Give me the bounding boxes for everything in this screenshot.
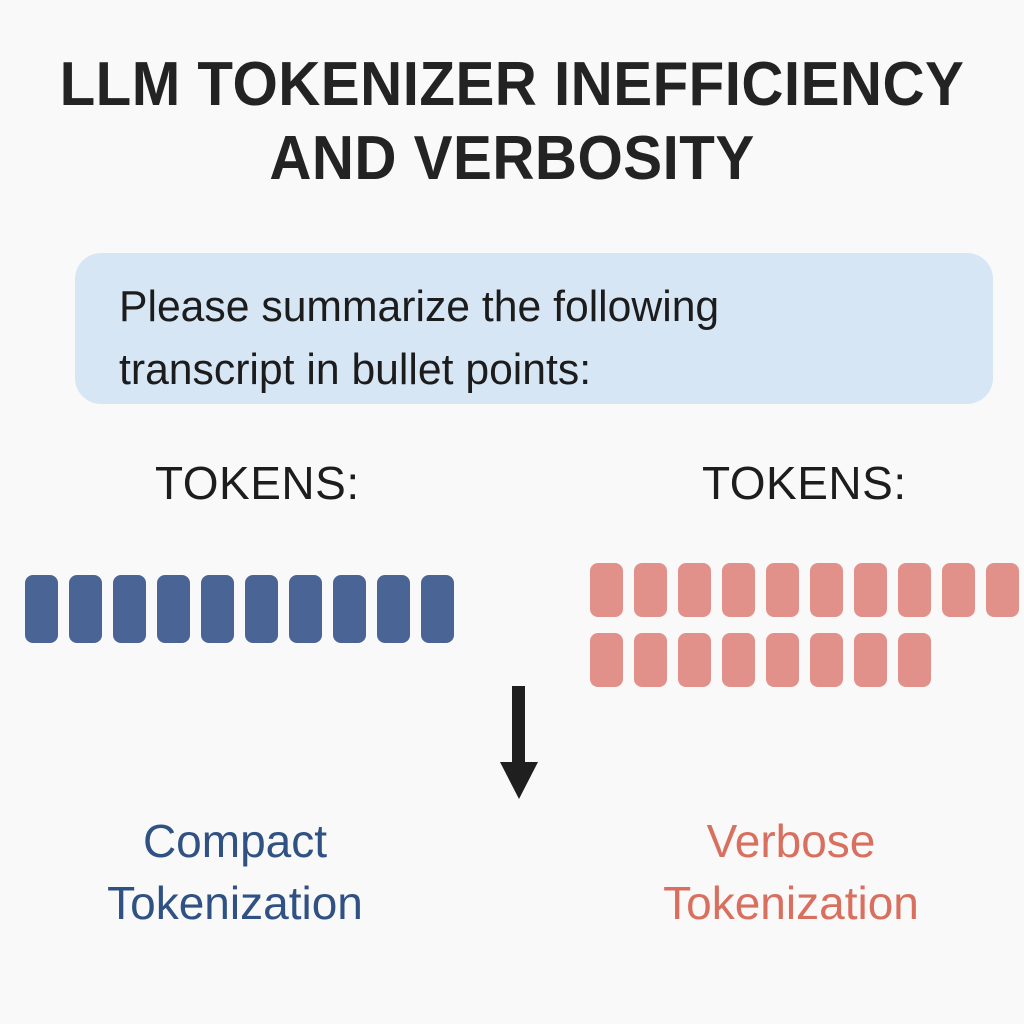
prompt-bubble: Please summarize the following transcrip… [75, 253, 993, 404]
token-block [590, 563, 623, 617]
token-block [113, 575, 146, 643]
token-block [590, 633, 623, 687]
token-block [766, 563, 799, 617]
token-block [722, 563, 755, 617]
token-block [333, 575, 366, 643]
caption-verbose: Verbose Tokenization [663, 815, 919, 929]
token-block [69, 575, 102, 643]
token-block [942, 563, 975, 617]
tokens-label-right: TOKENS: [702, 457, 907, 509]
token-blocks-verbose [590, 563, 1019, 687]
token-block [634, 563, 667, 617]
tokens-label-left: TOKENS: [155, 457, 360, 509]
token-row [590, 563, 1019, 617]
token-block [722, 633, 755, 687]
prompt-text: Please summarize the following transcrip… [119, 282, 720, 394]
token-block [810, 633, 843, 687]
token-block [377, 575, 410, 643]
token-row [25, 575, 454, 643]
token-block [766, 633, 799, 687]
token-block [25, 575, 58, 643]
title-line-1: LLM TOKENIZER INEFFICIENCY [59, 50, 965, 119]
token-block [634, 633, 667, 687]
title-line-2: AND VERBOSITY [269, 124, 755, 193]
token-block [810, 563, 843, 617]
token-block [986, 563, 1019, 617]
arrow-down-icon [500, 686, 538, 799]
caption-compact: Compact Tokenization [107, 815, 363, 929]
token-block [678, 563, 711, 617]
token-blocks-compact [25, 575, 454, 643]
token-block [289, 575, 322, 643]
token-block [201, 575, 234, 643]
token-block [678, 633, 711, 687]
token-block [898, 563, 931, 617]
token-block [157, 575, 190, 643]
token-row [590, 633, 1019, 687]
token-block [421, 575, 454, 643]
page-title: LLM TOKENIZER INEFFICIENCY AND VERBOSITY [0, 48, 1024, 196]
token-block [898, 633, 931, 687]
token-block [854, 563, 887, 617]
token-block [245, 575, 278, 643]
token-block [854, 633, 887, 687]
